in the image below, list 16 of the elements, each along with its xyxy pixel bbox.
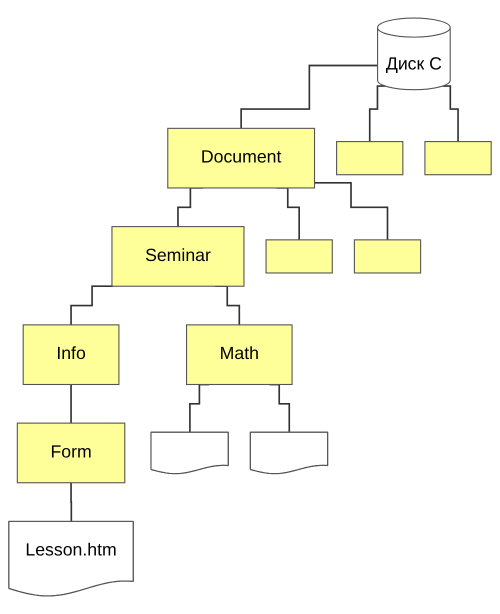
connector xyxy=(70,285,114,326)
connector xyxy=(240,64,378,130)
node-box: Math xyxy=(186,324,293,386)
node-folder xyxy=(424,141,492,176)
node-box: Form xyxy=(16,422,126,484)
node-folder xyxy=(354,239,422,274)
node-folder xyxy=(266,239,333,274)
connector xyxy=(70,384,72,424)
node-box: Info xyxy=(22,324,120,386)
connector xyxy=(314,182,388,241)
connector xyxy=(70,482,72,523)
connector xyxy=(368,85,386,142)
connector xyxy=(442,85,459,142)
node-folder xyxy=(336,141,404,176)
node-box: Document xyxy=(167,128,316,189)
node-box: Seminar xyxy=(111,226,245,287)
